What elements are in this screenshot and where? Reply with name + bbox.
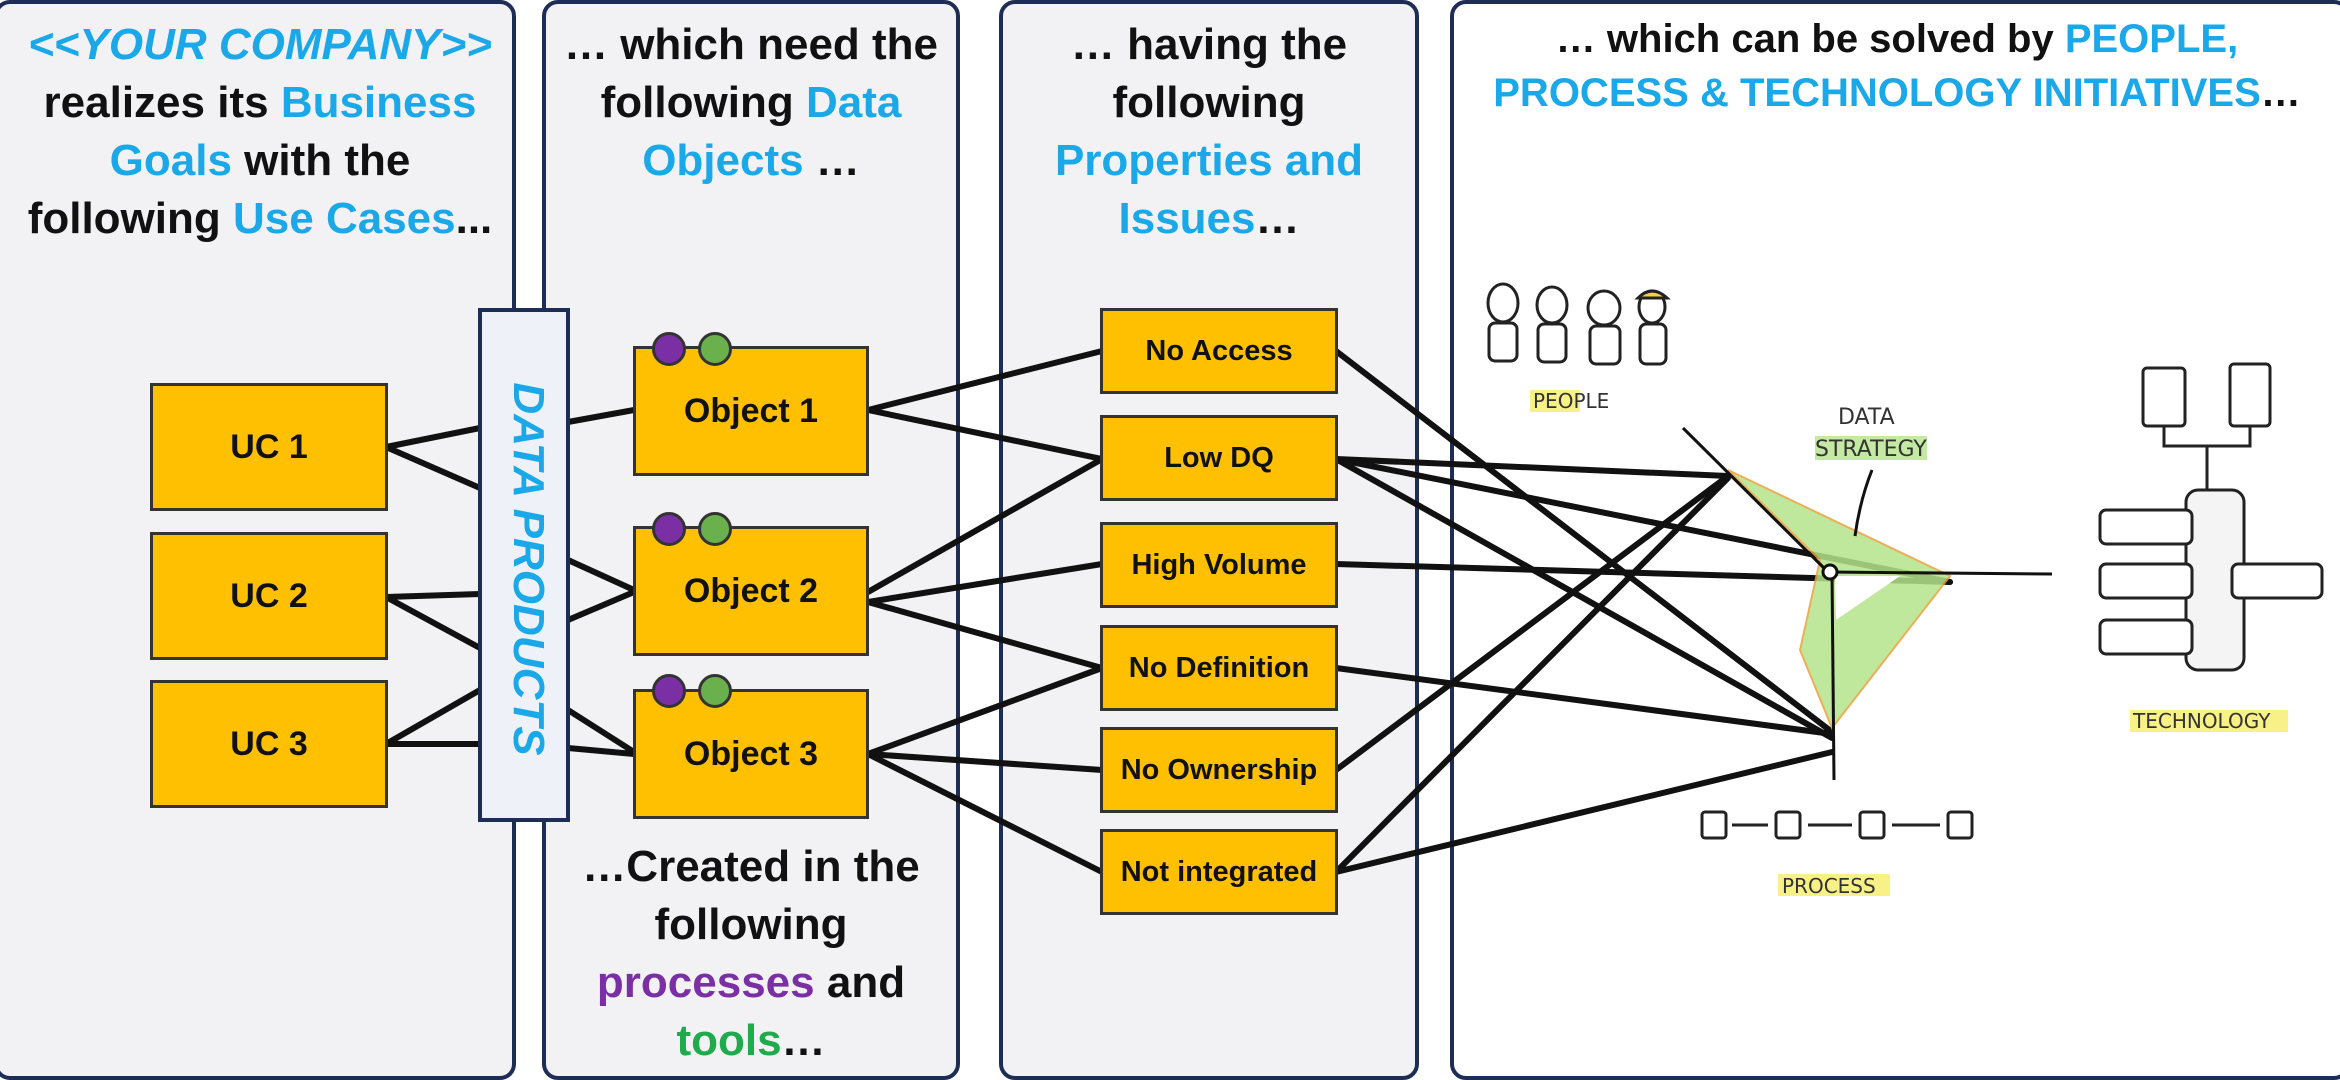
connector: [1333, 473, 1731, 773]
process-label: PROCESS: [1782, 874, 1876, 898]
property-box: No Definition: [1100, 625, 1338, 711]
heading-text: following: [600, 78, 806, 127]
heading-use-cases: <<YOUR COMPANY>> realizes its Business G…: [0, 16, 520, 248]
heading-properties: … having the following Properties and Is…: [999, 16, 1419, 248]
heading-text: … which need the: [563, 20, 939, 69]
connector: [565, 557, 637, 593]
heading-text: …: [2260, 71, 2301, 115]
axis-line: [1827, 570, 2053, 576]
note-text: and: [814, 958, 906, 1007]
strategy-arrow: [1853, 469, 1874, 537]
connector: [865, 665, 1105, 757]
heading-text: ...: [455, 194, 493, 243]
strategy-highlight: [1815, 436, 1927, 460]
heading-text: following: [1112, 78, 1306, 127]
heading-highlight: Data: [805, 78, 902, 127]
connector: [1333, 456, 1835, 741]
connector: [383, 687, 483, 747]
axis-line: [1830, 571, 1836, 781]
technology-label: TECHNOLOGY: [2132, 709, 2271, 733]
property-box: High Volume: [1100, 522, 1338, 608]
connector: [1333, 348, 1835, 735]
connector: [383, 425, 483, 450]
connector: [383, 591, 483, 600]
connector: [1333, 456, 1731, 479]
heading-text: realizes its: [43, 78, 281, 127]
data-object-box: Object 2: [633, 526, 869, 656]
property-box: Low DQ: [1100, 415, 1338, 501]
heading-text: … having the: [1070, 20, 1348, 69]
process-icon: [1700, 810, 1974, 840]
axis-line: [1681, 426, 1830, 574]
heading-highlight: Business: [280, 78, 477, 127]
connector: [1333, 475, 1731, 875]
note-text: …: [781, 1016, 826, 1065]
property-box: No Access: [1100, 308, 1338, 394]
strategy-label: DATA: [1838, 405, 1895, 430]
company-placeholder: <<YOUR COMPANY>>: [28, 20, 492, 69]
heading-text: … which can be solved by: [1555, 17, 2065, 61]
heading-highlight: Properties and: [1054, 136, 1364, 185]
tool-dot: [698, 512, 732, 546]
heading-highlight: Use Cases: [233, 194, 456, 243]
data-products-bar: DATA PRODUCTS: [478, 308, 570, 822]
property-box: Not integrated: [1100, 829, 1338, 915]
use-case-box: UC 1: [150, 383, 388, 511]
process-dot: [652, 512, 686, 546]
connector: [1333, 749, 1835, 875]
note-text: …Created in the: [582, 842, 920, 891]
heading-text: with the: [231, 136, 411, 185]
created-in-note: …Created in the following processes and …: [542, 838, 960, 1070]
strategy-inner: [1835, 576, 1900, 620]
process-highlight: [1778, 874, 1890, 896]
heading-highlight: Issues: [1118, 194, 1256, 243]
connector: [865, 456, 1105, 595]
heading-data-objects: … which need the following Data Objects …: [542, 16, 960, 190]
processes-word: processes: [596, 958, 815, 1007]
process-dot: [652, 674, 686, 708]
data-object-box: Object 1: [633, 346, 869, 476]
technology-icon: [2098, 362, 2324, 672]
use-case-box: UC 3: [150, 680, 388, 808]
heading-text: …: [803, 136, 860, 185]
connector: [565, 745, 637, 757]
connector: [1333, 665, 1835, 737]
connector: [565, 589, 637, 623]
connector: [865, 348, 1105, 413]
heading-solutions: … which can be solved by PEOPLE, PROCESS…: [1452, 12, 2340, 120]
note-text: following: [654, 900, 848, 949]
heading-text: following: [27, 194, 233, 243]
connector: [383, 594, 483, 651]
connector: [865, 751, 1105, 773]
connector: [865, 407, 1105, 462]
people-icon: [1486, 282, 1671, 366]
use-case-box: UC 2: [150, 532, 388, 660]
people-label: PEOPLE: [1533, 389, 1609, 413]
technology-highlight: [2130, 710, 2288, 732]
data-object-box: Object 3: [633, 689, 869, 819]
strategy-label: STRATEGY: [1815, 437, 1927, 462]
connector: [565, 707, 637, 755]
heading-highlight: PROCESS & TECHNOLOGY INITIATIVES: [1493, 71, 2261, 115]
heading-highlight: Goals: [109, 136, 232, 185]
tool-dot: [698, 674, 732, 708]
tools-word: tools: [676, 1016, 782, 1065]
connector: [865, 561, 1105, 605]
connector: [865, 599, 1105, 671]
axis-origin: [1821, 563, 1839, 581]
process-dot: [652, 332, 686, 366]
connector: [865, 751, 1105, 875]
connector: [383, 444, 483, 491]
heading-text: …: [1255, 194, 1300, 243]
connector: [565, 407, 637, 425]
property-box: No Ownership: [1100, 727, 1338, 813]
people-highlight: [1530, 390, 1580, 412]
heading-highlight: PEOPLE,: [2064, 17, 2239, 61]
tool-dot: [698, 332, 732, 366]
heading-highlight: Objects: [642, 136, 804, 185]
